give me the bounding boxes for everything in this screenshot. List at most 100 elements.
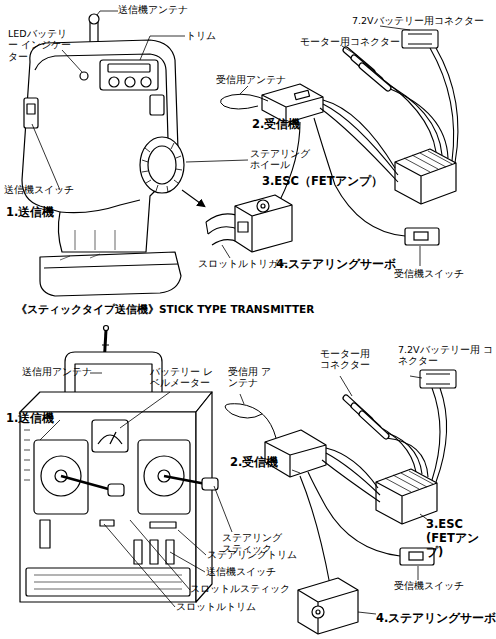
stick-transmitter-shape xyxy=(20,392,212,412)
part-label: 7.2Vバッテリー用 コネクター xyxy=(398,344,494,367)
wires-shape xyxy=(323,104,398,175)
steering-servo-shape xyxy=(235,195,292,252)
stick-transmitter-shape xyxy=(40,520,50,548)
stick-transmitter-shape xyxy=(34,575,182,589)
receiver-shape xyxy=(294,90,309,99)
leader-lines-shape xyxy=(380,26,410,30)
part-label: 送信機スイッチ xyxy=(4,184,74,195)
connectors-shape xyxy=(426,374,450,384)
wires-shape xyxy=(432,388,440,480)
steering-servo-shape xyxy=(298,590,358,634)
wires-shape xyxy=(320,108,398,182)
callout-number: 1.送信機 xyxy=(6,412,54,426)
stick-transmitter-shape xyxy=(108,484,124,496)
pistol-transmitter-shape xyxy=(40,252,181,296)
steering-servo-shape xyxy=(316,610,320,614)
esc-shape xyxy=(395,149,456,204)
leader-lines xyxy=(32,11,420,266)
pistol-transmitter-shape xyxy=(148,146,176,184)
pistol-transmitter-shape xyxy=(35,54,168,140)
throttle-trigger-inset-shape xyxy=(182,190,204,206)
esc xyxy=(376,469,437,524)
stick-transmitter-shape xyxy=(110,432,116,444)
receiver-switch-shape xyxy=(414,232,428,240)
esc-shape xyxy=(385,471,433,492)
stick-transmitter-shape xyxy=(104,326,109,331)
pistol-transmitter-shape xyxy=(44,264,178,268)
leader-lines-shape xyxy=(342,46,358,56)
callout-number: 4.ステアリングサーボ xyxy=(276,258,396,272)
wires-shape xyxy=(436,388,447,482)
pistol-transmitter-shape xyxy=(141,77,151,87)
wires-shape xyxy=(430,48,454,161)
section-heading: 《スティックタイプ送信機》STICK TYPE TRANSMITTER xyxy=(16,303,314,316)
throttle-trigger-inset-shape xyxy=(212,240,238,245)
leader-lines-shape xyxy=(358,612,376,614)
wires-shape xyxy=(308,472,400,556)
pistol-transmitter-shape xyxy=(89,14,99,24)
stick-transmitter-shape xyxy=(20,412,196,602)
wires-shape xyxy=(322,460,380,502)
pistol-transmitter-shape xyxy=(75,230,115,250)
connectors-shape xyxy=(420,370,456,388)
part-label: 受信用アンテナ xyxy=(216,74,286,85)
connectors-shape xyxy=(408,34,432,44)
leader-lines-shape xyxy=(222,245,230,258)
stick-transmitter-shape xyxy=(150,522,176,528)
receiver-antenna-shape xyxy=(220,94,268,109)
stick-transmitter-shape xyxy=(100,520,114,526)
leader-lines-shape xyxy=(214,486,232,532)
receiver-antenna xyxy=(220,94,268,109)
leader-lines-shape xyxy=(340,376,352,396)
pistol-transmitter-shape xyxy=(142,143,182,192)
receiver-antenna-shape xyxy=(225,404,276,438)
stick-transmitter-shape xyxy=(92,420,128,452)
receiver-switch-shape xyxy=(409,552,423,560)
pistol-transmitter-shape xyxy=(150,95,164,115)
stick-transmitter xyxy=(20,326,218,603)
pistol-transmitter-shape xyxy=(27,104,35,114)
steering-servo-shape xyxy=(238,222,248,232)
part-label: スロットルスティック xyxy=(190,583,290,594)
wires xyxy=(280,48,458,236)
pistol-transmitter-shape xyxy=(109,77,119,87)
pistol-transmitter-shape xyxy=(100,60,158,90)
leader-lines-shape xyxy=(178,530,206,555)
stick-transmitter-shape xyxy=(164,476,206,484)
wires-shape xyxy=(436,48,458,163)
part-label: 送信機スイッチ xyxy=(206,566,276,577)
part-label: 受信機スイッチ xyxy=(394,580,464,591)
steering-servo xyxy=(235,195,292,252)
part-label: スロットルトリガー xyxy=(198,258,288,269)
connectors xyxy=(346,370,456,436)
stick-transmitter-shape xyxy=(26,568,190,596)
part-label: ステアリングトリム xyxy=(207,549,297,560)
part-label: スロットルトリム xyxy=(176,601,256,612)
leader-lines-shape xyxy=(104,524,175,607)
receiver-switch xyxy=(405,228,439,245)
steering-servo-shape xyxy=(261,204,265,208)
leader-lines-shape xyxy=(240,394,244,404)
pistol-transmitter-shape xyxy=(24,98,38,128)
pistol-transmitter-shape xyxy=(60,200,140,213)
stick-transmitter-shape xyxy=(61,476,112,490)
receiver-antenna xyxy=(225,404,276,438)
leader-lines-shape xyxy=(418,566,419,580)
part-label: 送信用アンテナ xyxy=(22,366,92,377)
wires-shape xyxy=(388,88,448,158)
receiver-shape xyxy=(265,430,326,477)
leader-lines-shape xyxy=(140,36,185,60)
steering-servo xyxy=(298,578,358,634)
esc-shape xyxy=(404,151,452,172)
connectors-shape xyxy=(362,414,386,436)
receiver-switch-shape xyxy=(405,228,439,245)
esc-shape xyxy=(376,469,437,524)
callout-number: 2.受信機 xyxy=(230,456,278,470)
steering-servo-shape xyxy=(312,606,324,618)
leader-lines-shape xyxy=(170,552,205,572)
wires-shape xyxy=(386,438,428,477)
leader-lines-shape xyxy=(420,246,421,266)
steering-servo-shape xyxy=(257,200,269,212)
leader-lines-shape xyxy=(130,520,190,590)
